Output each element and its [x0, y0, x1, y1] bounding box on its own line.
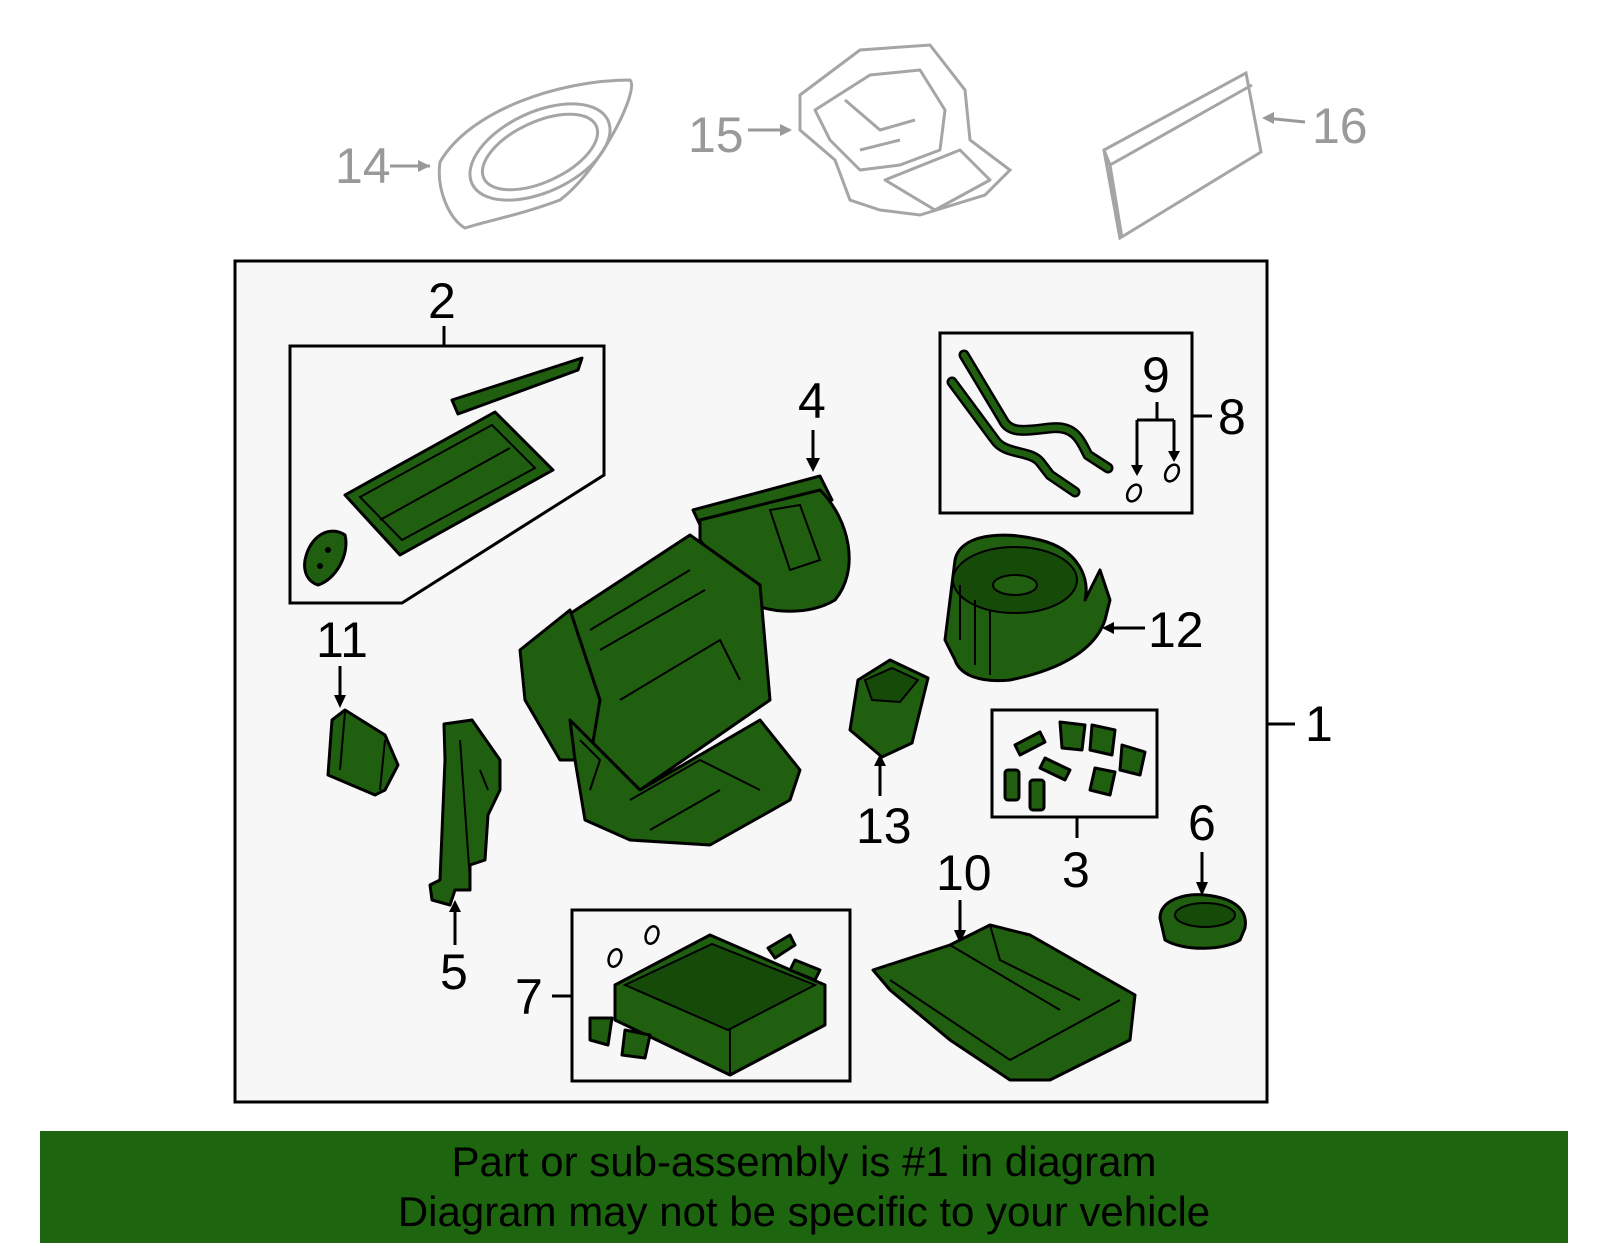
arrowhead-5 [449, 900, 461, 912]
group-box-2 [288, 344, 606, 605]
callout-6: 6 [1188, 795, 1216, 851]
part-4-hvac-case [518, 474, 851, 847]
arrowhead-16 [1262, 112, 1274, 124]
callout-13: 13 [856, 798, 912, 854]
arrowhead-15 [780, 124, 792, 136]
arrowhead-11 [334, 695, 346, 708]
part-7-heater-core [588, 925, 827, 1077]
part-14-duct-ring [437, 78, 633, 230]
callout-5: 5 [440, 944, 468, 1000]
arrowhead-14 [418, 160, 430, 172]
callout-15: 15 [688, 107, 744, 163]
group-box-8 [938, 331, 1194, 515]
arrowhead-6 [1196, 882, 1208, 896]
callout-7: 7 [515, 969, 543, 1025]
callout-14: 14 [335, 138, 391, 194]
arrowhead-9b [1168, 451, 1180, 462]
arrowhead-12 [1102, 622, 1114, 634]
banner-line-2: Diagram may not be specific to your vehi… [397, 1188, 1211, 1235]
part-13-resistor [848, 658, 930, 759]
part-2-door-assembly [303, 356, 584, 587]
part-3-hardware [1003, 720, 1147, 812]
leader-9 [1135, 402, 1176, 470]
disclaimer-banner: Part or sub-assembly is #1 in diagram Di… [40, 1131, 1568, 1243]
part-12-blower-motor [943, 533, 1112, 683]
banner-line-1: Part or sub-assembly is #1 in diagram [451, 1138, 1157, 1185]
part-6-grommet [1158, 893, 1247, 950]
callout-10: 10 [936, 845, 992, 901]
arrowhead-10 [954, 930, 966, 944]
callout-1: 1 [1305, 696, 1333, 752]
part-5-bracket [428, 718, 502, 907]
callout-9: 9 [1142, 347, 1170, 403]
callout-8: 8 [1218, 389, 1246, 445]
part-15-upper-duct [798, 43, 1013, 217]
callout-11: 11 [316, 612, 368, 668]
arrowhead-4 [806, 458, 820, 472]
callout-4: 4 [798, 373, 826, 429]
part-8-heater-pipes [946, 349, 1114, 498]
arrowhead-13 [874, 754, 886, 766]
part-11-actuator [326, 708, 400, 797]
callout-16: 16 [1312, 98, 1368, 154]
callout-2: 2 [428, 273, 456, 329]
part-9-o-rings [1125, 463, 1181, 503]
part-10-lower-case [871, 923, 1137, 1082]
arrowhead-9a [1131, 465, 1143, 476]
group-box-3 [990, 708, 1159, 819]
callout-3: 3 [1062, 842, 1090, 898]
callout-12: 12 [1148, 602, 1204, 658]
part-16-cabin-filter [1102, 70, 1263, 241]
